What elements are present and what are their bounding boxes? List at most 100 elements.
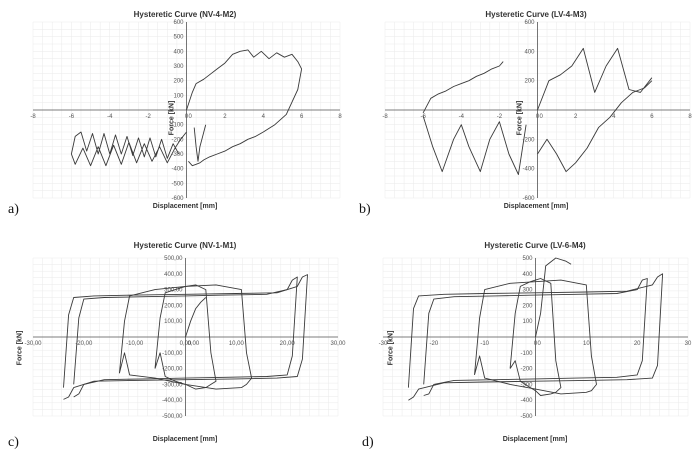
x-tick-label-b: 4	[612, 114, 616, 120]
x-tick-label-c: -10,00	[126, 341, 144, 347]
origin-label-b: 0	[540, 114, 544, 120]
x-tick-label-a: 6	[300, 114, 304, 120]
chart-title-a: Hysteretic Curve (NV-4-M2)	[133, 10, 237, 19]
x-tick-label-a: -2	[145, 114, 151, 120]
y-tick-label-c: -200,00	[162, 367, 183, 373]
x-tick-label-b: 8	[688, 114, 692, 120]
y-tick-label-a: -100	[171, 123, 184, 129]
panel-letter-d: d)	[362, 435, 374, 450]
y-tick-label-c: 500,00	[164, 256, 183, 262]
y-tick-label-d: -200	[520, 367, 533, 373]
x-tick-label-c: 30,00	[330, 341, 346, 347]
x-tick-label-d: -20	[429, 341, 438, 347]
origin-label-d: 0	[538, 341, 542, 347]
x-tick-label-b: 2	[574, 114, 578, 120]
x-tick-label-a: -4	[107, 114, 113, 120]
y-tick-label-d: 400	[522, 272, 533, 278]
y-tick-label-b: -400	[522, 167, 535, 173]
y-tick-label-c: -500,00	[162, 414, 183, 420]
series-line-d-4	[535, 257, 572, 338]
x-tick-label-c: -20,00	[75, 341, 93, 347]
x-tick-label-a: -8	[30, 114, 36, 120]
x-tick-label-d: -30	[379, 341, 388, 347]
x-tick-label-c: 20,00	[280, 341, 296, 347]
x-tick-label-a: -6	[69, 114, 75, 120]
y-tick-label-b: -200	[522, 137, 535, 143]
y-tick-label-a: 600	[173, 20, 184, 26]
y-tick-label-d: 300	[522, 288, 533, 294]
x-tick-label-d: 20	[634, 341, 641, 347]
x-tick-label-b: -4	[459, 114, 465, 120]
x-tick-label-a: 0	[185, 114, 189, 120]
series-line-a-0	[186, 49, 303, 167]
chart-xlabel-c: Displacement [mm]	[152, 436, 218, 443]
chart-ylabel-a: Force [kN]	[168, 100, 176, 136]
series-line-b-2	[537, 47, 653, 111]
x-tick-label-a: 8	[338, 114, 342, 120]
series-line-c-4	[185, 297, 207, 338]
series-line-b-1	[422, 115, 527, 175]
y-tick-label-a: 500	[173, 35, 184, 41]
y-tick-label-c: 400,00	[164, 272, 183, 278]
y-tick-label-a: 300	[173, 64, 184, 70]
y-tick-label-c: 300,00	[164, 288, 183, 294]
origin-label-c: 0,00	[188, 341, 200, 347]
chart-xlabel-d: Displacement [mm]	[502, 436, 568, 443]
series-line-c-0	[73, 276, 298, 398]
x-tick-label-d: 0	[534, 341, 538, 347]
y-tick-label-b: 600	[524, 20, 535, 26]
y-tick-label-b: -600	[522, 196, 535, 202]
x-tick-label-d: 30	[685, 341, 692, 347]
x-tick-label-c: 0,00	[180, 341, 192, 347]
series-line-d-1	[423, 278, 648, 396]
y-tick-label-d: -100	[520, 351, 533, 357]
chart-xlabel-b: Displacement [mm]	[503, 203, 569, 210]
series-line-b-3	[537, 80, 653, 173]
x-tick-label-b: 0	[536, 114, 540, 120]
origin-label-a: 0	[189, 114, 193, 120]
x-tick-label-a: 2	[223, 114, 227, 120]
y-tick-label-d: 500	[522, 256, 533, 262]
series-line-d-3	[509, 278, 562, 396]
y-tick-label-b: 400	[524, 49, 535, 55]
y-tick-label-a: -600	[171, 196, 184, 202]
y-tick-label-d: 200	[522, 303, 533, 309]
x-tick-label-b: 6	[650, 114, 654, 120]
series-line-c-2	[118, 284, 253, 390]
y-tick-label-c: 200,00	[164, 303, 183, 309]
panel-letter-a: a)	[8, 202, 19, 217]
panel-letter-c: c)	[8, 435, 19, 450]
series-line-b-0	[422, 61, 504, 114]
y-tick-label-c: 100,00	[164, 319, 183, 325]
y-tick-label-c: -400,00	[162, 398, 183, 404]
x-tick-label-c: -30,00	[24, 341, 42, 347]
panel-letter-b: b)	[359, 202, 371, 217]
y-tick-label-c: -300,00	[162, 382, 183, 388]
y-tick-label-c: -100,00	[162, 351, 183, 357]
y-tick-label-a: -400	[171, 167, 184, 173]
chart-title-d: Hysteretic Curve (LV-6-M4)	[484, 241, 586, 250]
chart-title-b: Hysteretic Curve (LV-4-M3)	[485, 10, 587, 19]
x-tick-label-a: 4	[262, 114, 266, 120]
series-line-a-2	[70, 131, 187, 167]
series-line-c-3	[154, 284, 217, 390]
series-line-d-2	[474, 279, 597, 395]
chart-title-c: Hysteretic Curve (NV-1-M1)	[133, 241, 237, 250]
x-tick-label-b: -8	[382, 114, 388, 120]
chart-ylabel-d: Force [kN]	[387, 330, 395, 366]
x-tick-label-b: -2	[497, 114, 503, 120]
y-tick-label-a: -300	[171, 152, 184, 158]
chart-ylabel-c: Force [kN]	[16, 330, 24, 366]
chart-xlabel-a: Displacement [mm]	[152, 203, 218, 210]
x-tick-label-c: 10,00	[229, 341, 245, 347]
y-tick-label-d: -500	[520, 414, 533, 420]
y-tick-label-d: 100	[522, 319, 533, 325]
x-tick-label-d: 10	[583, 341, 590, 347]
y-tick-label-a: -500	[171, 181, 184, 187]
